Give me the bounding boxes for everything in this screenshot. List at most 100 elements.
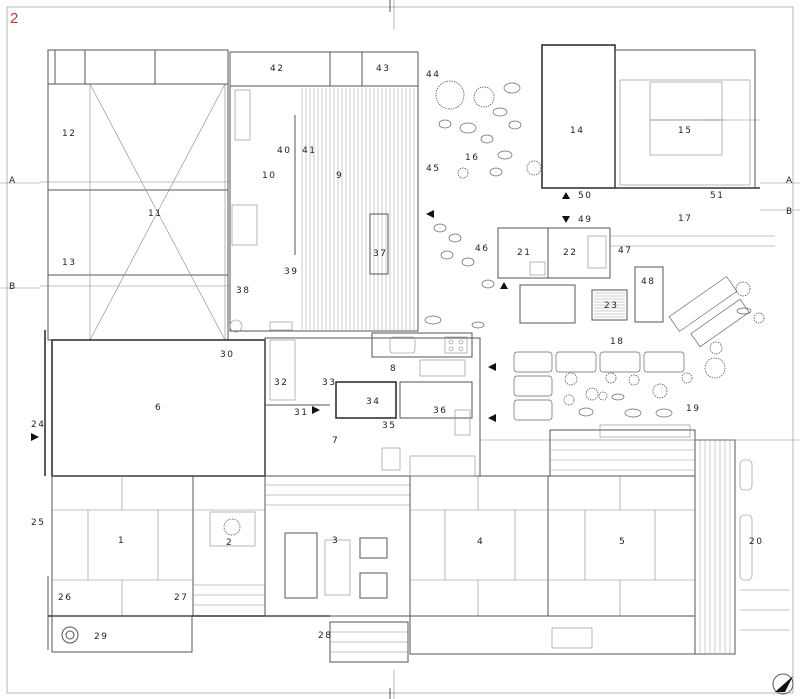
triangle-arrow-icon (488, 363, 496, 371)
room-label-29: 29 (94, 632, 108, 642)
stepping-stone (655, 408, 673, 418)
tree-icon (735, 281, 751, 297)
room-label-17: 17 (678, 214, 692, 224)
room-label-22: 22 (563, 248, 577, 258)
room-label-20: 20 (749, 537, 763, 547)
room-label-50: 50 (578, 191, 592, 201)
tree-icon (563, 394, 575, 406)
stepping-stone (508, 120, 522, 130)
stepping-stone (481, 279, 495, 289)
room-label-47: 47 (618, 246, 632, 256)
stepping-stone (433, 223, 447, 233)
room-label-13: 13 (62, 258, 76, 268)
room-label-41: 41 (302, 146, 316, 156)
room-label-2: 2 (226, 538, 233, 548)
bath-block (497, 227, 775, 324)
room-label-18: 18 (610, 337, 624, 347)
room-label-36: 36 (433, 406, 447, 416)
tree-icon (435, 80, 465, 110)
tea-room-block (541, 44, 760, 189)
room-label-9: 9 (336, 171, 343, 181)
room-label-14: 14 (570, 126, 584, 136)
room-label-5: 5 (619, 537, 626, 547)
room-label-26: 26 (58, 593, 72, 603)
entrance-arrows (31, 192, 570, 441)
stepping-stone (611, 393, 625, 401)
central-block (264, 332, 481, 477)
room-label-44: 44 (426, 70, 440, 80)
stepping-stone (497, 150, 513, 160)
triangle-arrow-icon (562, 192, 570, 199)
stepping-stone (424, 315, 442, 325)
room-label-10: 10 (262, 171, 276, 181)
room-label-37: 37 (373, 249, 387, 259)
stepping-stone (578, 407, 594, 417)
room-label-43: 43 (376, 64, 390, 74)
tree-icon (709, 341, 723, 355)
triangle-arrow-icon (312, 406, 320, 414)
stepping-stone (461, 257, 475, 267)
room-label-1: 1 (118, 536, 125, 546)
room-label-3: 3 (332, 536, 339, 546)
tatami-block-right (409, 475, 696, 655)
triangle-arrow-icon (426, 210, 434, 218)
room-label-25: 25 (31, 518, 45, 528)
room-label-34: 34 (366, 397, 380, 407)
stepping-stone (440, 250, 454, 260)
room-label-15: 15 (678, 126, 692, 136)
room-label-4: 4 (477, 537, 484, 547)
room-label-19: 19 (686, 404, 700, 414)
room-9-block (229, 51, 419, 333)
stepping-stone (438, 119, 452, 129)
room-label-12: 12 (62, 129, 76, 139)
stepping-stone (459, 122, 477, 134)
triangle-arrow-icon (562, 216, 570, 223)
tree-icon (628, 374, 640, 386)
triangle-arrow-icon (488, 414, 496, 422)
section-mark-b-right: B (786, 207, 794, 217)
sheet-number: 2 (10, 10, 18, 27)
room-label-40: 40 (277, 146, 291, 156)
room-label-49: 49 (578, 215, 592, 225)
garden-paving (480, 276, 800, 441)
tree-icon (753, 312, 765, 324)
triangle-arrow-icon (31, 433, 39, 441)
stepping-stone (624, 408, 642, 418)
room-label-42: 42 (270, 64, 284, 74)
room-label-46: 46 (475, 244, 489, 254)
room-label-28: 28 (318, 631, 332, 641)
tree-icon (585, 387, 599, 401)
room-label-31: 31 (294, 408, 308, 418)
room-label-11: 11 (148, 209, 162, 219)
triangle-arrow-icon (500, 282, 508, 289)
sheet-frame (6, 6, 794, 694)
room-label-21: 21 (517, 248, 531, 258)
room-label-27: 27 (174, 593, 188, 603)
stepping-stone (489, 167, 503, 177)
room-label-38: 38 (236, 286, 250, 296)
north-arrow-icon (772, 673, 794, 695)
room-label-30: 30 (220, 350, 234, 360)
stepping-stone (480, 134, 494, 144)
room-label-45: 45 (426, 164, 440, 174)
tree-icon (605, 372, 617, 384)
tree-icon (526, 160, 542, 176)
room-label-6: 6 (155, 403, 162, 413)
left-upper-wing (40, 49, 230, 341)
room-label-8: 8 (390, 364, 397, 374)
section-mark-a-right: A (786, 176, 794, 186)
tree-icon (473, 86, 495, 108)
stepping-stone (503, 82, 521, 94)
garden-trees (435, 80, 765, 406)
room-label-23: 23 (604, 301, 618, 311)
stepping-stone (448, 233, 462, 243)
tree-icon (457, 167, 469, 179)
room-label-48: 48 (641, 277, 655, 287)
stepping-stone (471, 321, 485, 329)
room-3-block (264, 475, 411, 663)
tatami-block-left (47, 475, 330, 653)
section-mark-a-left: A (9, 176, 17, 186)
